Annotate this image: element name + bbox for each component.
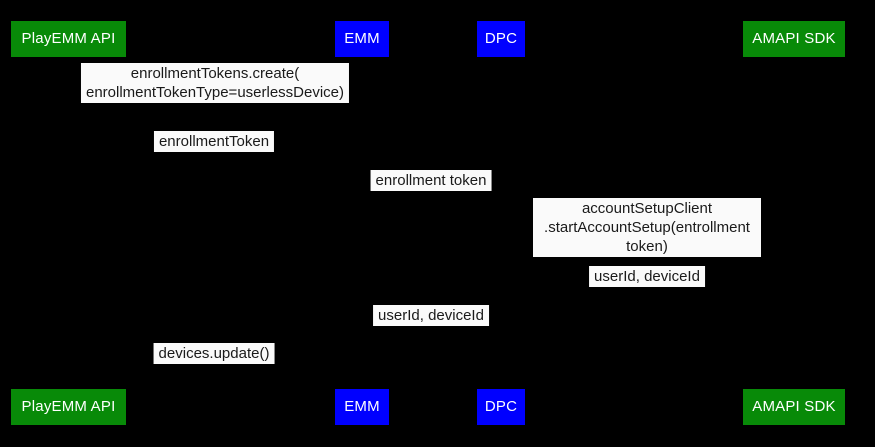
actor-playemm-api-bottom: PlayEMM API <box>11 389 126 425</box>
actor-emm-top: EMM <box>335 21 389 57</box>
actor-playemm-api-top: PlayEMM API <box>11 21 126 57</box>
message-userid-deviceid-to-dpc: userId, deviceId <box>589 266 705 287</box>
message-userid-deviceid-to-emm: userId, deviceId <box>373 305 489 326</box>
actor-amapi-sdk-top: AMAPI SDK <box>743 21 845 57</box>
actor-amapi-sdk-bottom: AMAPI SDK <box>743 389 845 425</box>
message-enrollment-token-to-dpc: enrollment token <box>370 170 492 191</box>
message-enrollment-tokens-create: enrollmentTokens.create( enrollmentToken… <box>80 63 350 103</box>
message-enrollment-token-return: enrollmentToken <box>153 131 275 152</box>
actor-dpc-bottom: DPC <box>477 389 525 425</box>
actor-emm-bottom: EMM <box>335 389 389 425</box>
actor-dpc-top: DPC <box>477 21 525 57</box>
message-start-account-setup: accountSetupClient .startAccountSetup(en… <box>533 198 761 257</box>
message-devices-update: devices.update() <box>153 343 275 364</box>
